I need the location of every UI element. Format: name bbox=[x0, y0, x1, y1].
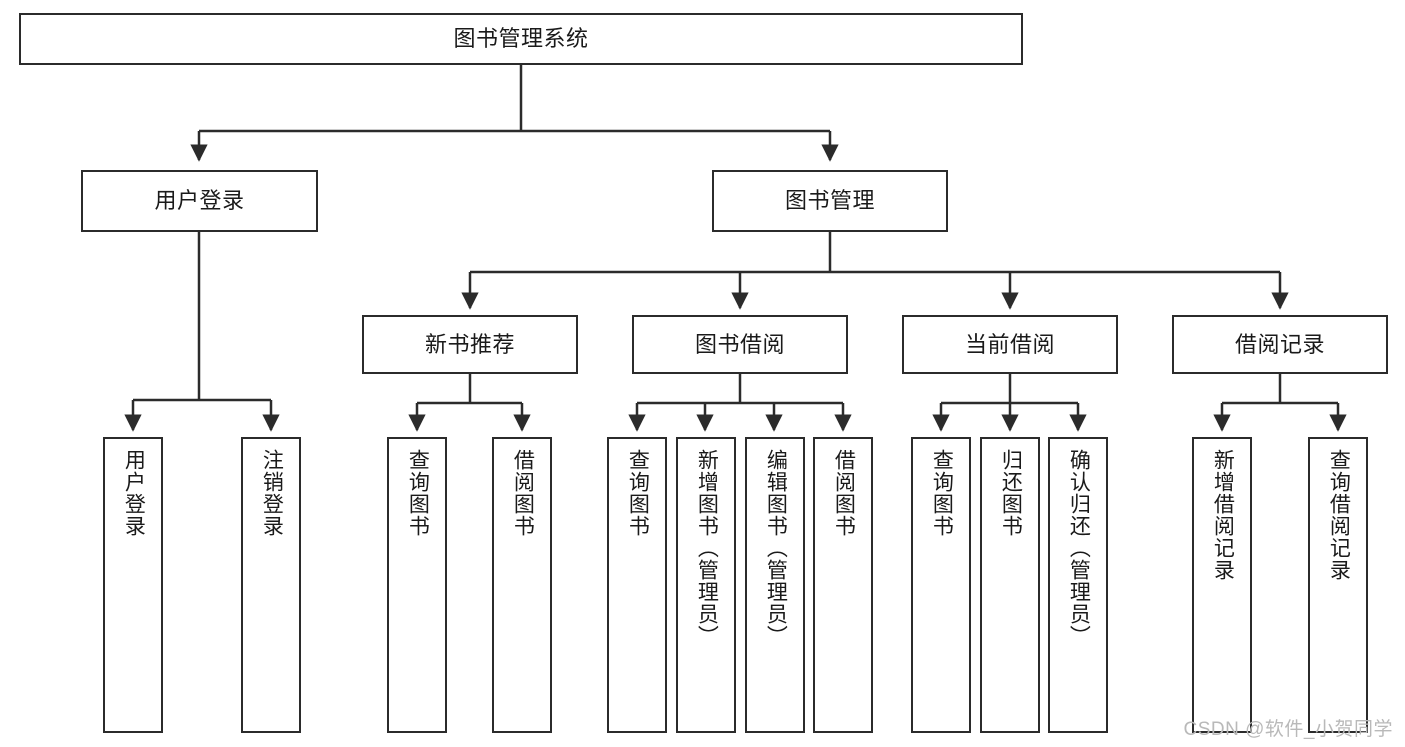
node-leaf-query-book-3[interactable]: 查询图书 bbox=[911, 437, 971, 733]
node-label: 借阅记录 bbox=[1234, 331, 1325, 357]
node-leaf-return-book[interactable]: 归还图书 bbox=[980, 437, 1040, 733]
node-leaf-confirm-return[interactable]: 确认归还（管理员） bbox=[1048, 437, 1108, 733]
node-label: 当前借阅 bbox=[964, 331, 1055, 357]
node-leaf-add-book[interactable]: 新增图书（管理员） bbox=[676, 437, 736, 733]
node-label: 用户登录 bbox=[154, 188, 245, 214]
node-user-login[interactable]: 用户登录 bbox=[81, 170, 318, 232]
node-leaf-query-book-2[interactable]: 查询图书 bbox=[607, 437, 667, 733]
node-label: 查询借阅记录 bbox=[1327, 449, 1351, 581]
node-label: 查询图书 bbox=[406, 449, 430, 537]
node-label: 图书借阅 bbox=[694, 331, 785, 357]
node-leaf-add-record[interactable]: 新增借阅记录 bbox=[1192, 437, 1252, 733]
node-leaf-user-logout[interactable]: 注销登录 bbox=[241, 437, 301, 733]
node-leaf-user-login[interactable]: 用户登录 bbox=[103, 437, 163, 733]
node-label: 注销登录 bbox=[260, 449, 284, 537]
node-leaf-query-record[interactable]: 查询借阅记录 bbox=[1308, 437, 1368, 733]
node-leaf-query-book-1[interactable]: 查询图书 bbox=[387, 437, 447, 733]
node-root-system[interactable]: 图书管理系统 bbox=[19, 13, 1023, 65]
node-label: 归还图书 bbox=[999, 449, 1023, 537]
node-leaf-borrow-book-1[interactable]: 借阅图书 bbox=[492, 437, 552, 733]
node-borrow-record[interactable]: 借阅记录 bbox=[1172, 315, 1388, 374]
node-current-borrow[interactable]: 当前借阅 bbox=[902, 315, 1118, 374]
node-book-borrow[interactable]: 图书借阅 bbox=[632, 315, 848, 374]
node-new-book-recommend[interactable]: 新书推荐 bbox=[362, 315, 578, 374]
node-label: 新书推荐 bbox=[424, 331, 515, 357]
node-label: 新增借阅记录 bbox=[1211, 449, 1235, 581]
node-label: 借阅图书 bbox=[832, 449, 856, 537]
node-label: 查询图书 bbox=[930, 449, 954, 537]
node-leaf-borrow-book-2[interactable]: 借阅图书 bbox=[813, 437, 873, 733]
node-label: 确认归还（管理员） bbox=[1067, 449, 1091, 647]
node-leaf-edit-book[interactable]: 编辑图书（管理员） bbox=[745, 437, 805, 733]
watermark: CSDN @软件_小贺同学 bbox=[1183, 719, 1393, 740]
node-label: 图书管理 bbox=[784, 188, 875, 214]
node-label: 图书管理系统 bbox=[453, 26, 589, 52]
node-book-manage[interactable]: 图书管理 bbox=[712, 170, 948, 232]
node-label: 新增图书（管理员） bbox=[695, 449, 719, 647]
node-label: 编辑图书（管理员） bbox=[764, 449, 788, 647]
node-label: 借阅图书 bbox=[511, 449, 535, 537]
node-label: 查询图书 bbox=[626, 449, 650, 537]
node-label: 用户登录 bbox=[122, 449, 146, 537]
